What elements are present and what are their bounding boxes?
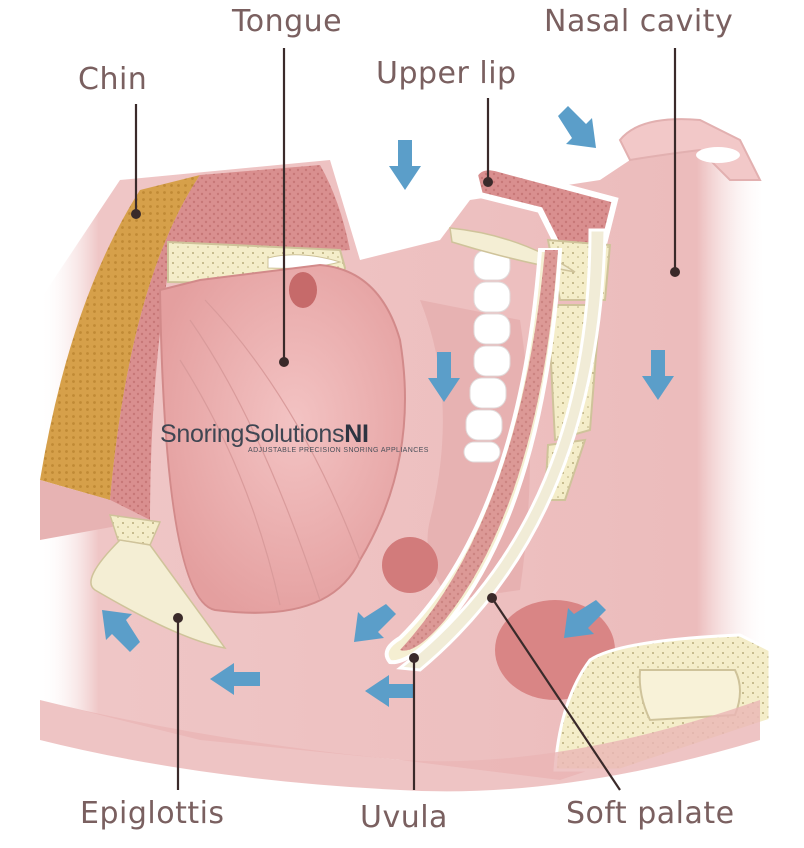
throat-floor: [40, 700, 760, 792]
nasal-cavity-wall: [618, 118, 762, 181]
leader-lines: [134, 48, 677, 791]
brand-watermark: SnoringSolutionsNI ADJUSTABLE PRECISION …: [160, 420, 429, 454]
airflow-arrow-7: [365, 675, 415, 707]
airflow-arrow-2: [558, 106, 596, 148]
airflow-arrow-5: [354, 604, 396, 642]
epiglottis-structure: [90, 514, 227, 650]
leader-dots: [131, 177, 680, 663]
watermark-brand: SnoringSolutionsNI: [160, 420, 429, 449]
airflow-arrow-9: [102, 610, 140, 652]
label-uvula: Uvula: [360, 800, 448, 835]
label-tongue: Tongue: [232, 4, 343, 39]
watermark-tagline: ADJUSTABLE PRECISION SNORING APPLIANCES: [248, 447, 429, 454]
label-chin: Chin: [78, 62, 148, 97]
soft-palate-structure: [384, 228, 607, 672]
airflow-arrow-1: [389, 140, 421, 190]
airflow-arrow-6: [564, 600, 606, 638]
label-nasal-cavity: Nasal cavity: [544, 4, 734, 39]
watermark-brand-suffix: NI: [344, 420, 369, 448]
airflow-arrows: [102, 106, 674, 707]
airflow-arrow-4: [642, 350, 674, 400]
label-soft-palate: Soft palate: [566, 796, 735, 831]
airflow-arrow-3: [428, 352, 460, 402]
airflow-arrow-8: [210, 663, 260, 695]
leader-line-soft-palate: [491, 597, 621, 791]
tongue-body: [158, 263, 406, 614]
label-upper-lip: Upper lip: [376, 56, 517, 91]
label-epiglottis: Epiglottis: [80, 796, 225, 831]
watermark-brand-main: SnoringSolutions: [160, 420, 345, 448]
upper-teeth: [463, 249, 511, 463]
